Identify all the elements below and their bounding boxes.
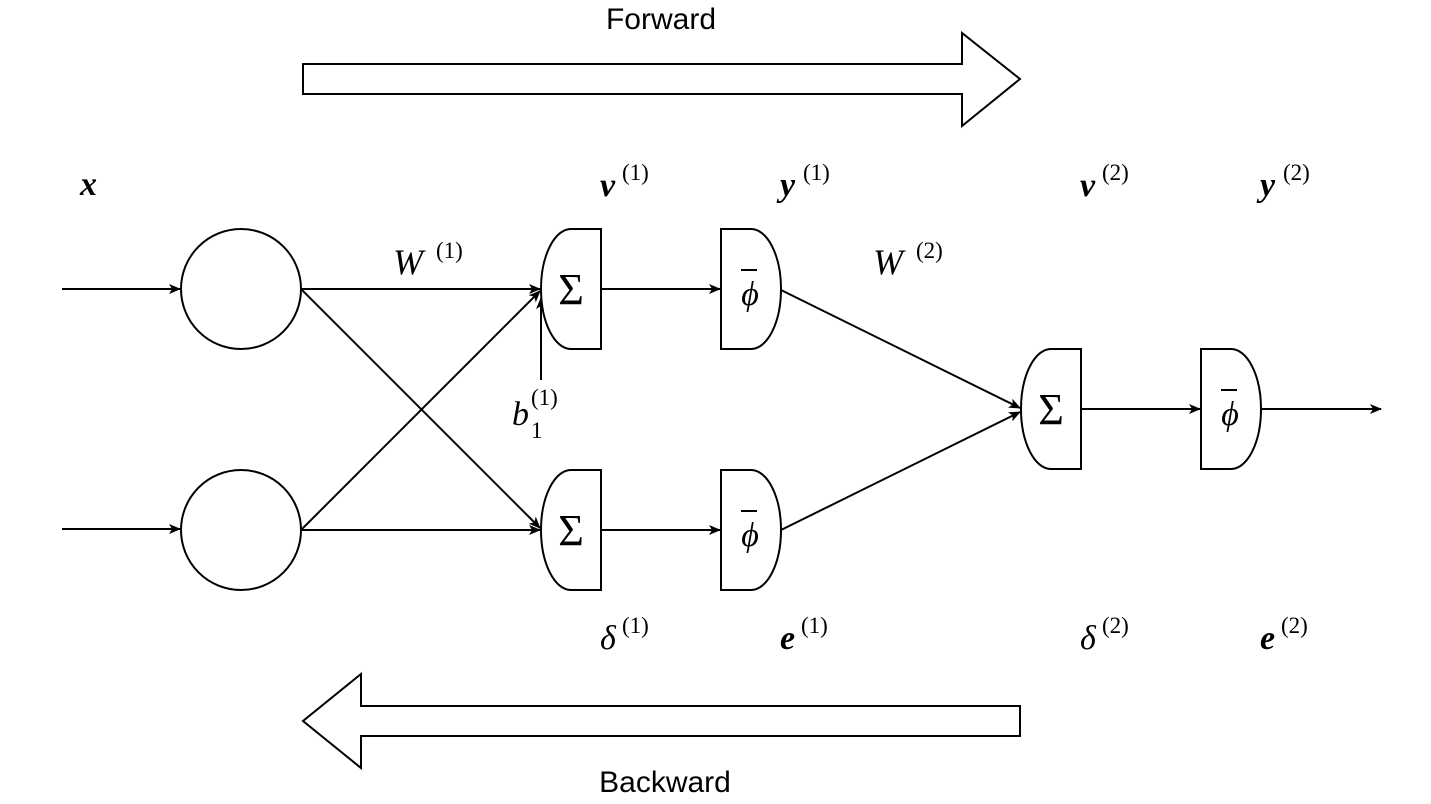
edge-phi2-sum3 bbox=[780, 411, 1021, 531]
activation-node-2 bbox=[720, 469, 782, 591]
input-neuron-1 bbox=[180, 228, 302, 350]
activation-node-3 bbox=[1200, 348, 1262, 470]
sum-node-2 bbox=[540, 469, 602, 591]
forward-arrow bbox=[302, 30, 1022, 129]
forward-label: Forward bbox=[606, 3, 716, 36]
label-b1: b 1 (1) bbox=[512, 385, 558, 443]
svg-text:(1): (1) bbox=[531, 385, 558, 410]
sum-node-1 bbox=[540, 228, 602, 350]
svg-text:(1): (1) bbox=[622, 160, 649, 185]
backward-label: Backward bbox=[599, 766, 731, 799]
label-v2: v (2) bbox=[1080, 160, 1129, 204]
input-neuron-2 bbox=[180, 469, 302, 591]
edge-in1-sum2 bbox=[300, 288, 541, 529]
phi-glyph-1: ϕ bbox=[741, 269, 759, 313]
svg-text:v: v bbox=[600, 167, 616, 204]
sum-glyph-3: Σ bbox=[1038, 385, 1064, 434]
edge-phi1-sum3 bbox=[780, 289, 1021, 409]
svg-text:(1): (1) bbox=[803, 160, 830, 185]
svg-text:ϕ: ϕ bbox=[741, 276, 759, 313]
svg-text:δ: δ bbox=[600, 620, 617, 657]
svg-text:y: y bbox=[776, 167, 796, 204]
svg-text:b: b bbox=[512, 396, 529, 433]
label-w2: W (2) bbox=[873, 238, 943, 282]
svg-text:(2): (2) bbox=[1281, 613, 1308, 638]
label-v1: v (1) bbox=[600, 160, 649, 204]
sum-glyph-1: Σ bbox=[558, 265, 584, 314]
label-y1: y (1) bbox=[776, 160, 830, 204]
label-x: x bbox=[79, 166, 97, 203]
svg-text:y: y bbox=[1256, 167, 1276, 204]
activation-node-1 bbox=[720, 228, 782, 350]
svg-text:W: W bbox=[873, 242, 906, 282]
svg-text:(2): (2) bbox=[1102, 613, 1129, 638]
label-e2: e (2) bbox=[1260, 613, 1308, 657]
svg-text:v: v bbox=[1080, 167, 1096, 204]
svg-text:e: e bbox=[1260, 620, 1275, 657]
label-w1: W (1) bbox=[393, 238, 463, 282]
svg-text:W: W bbox=[393, 242, 426, 282]
label-delta1: δ (1) bbox=[600, 613, 649, 657]
phi-glyph-2: ϕ bbox=[741, 510, 759, 554]
backward-arrow bbox=[301, 671, 1021, 771]
svg-text:ϕ: ϕ bbox=[1221, 396, 1239, 433]
svg-text:(2): (2) bbox=[916, 238, 943, 263]
sum-glyph-2: Σ bbox=[558, 506, 584, 555]
svg-text:(1): (1) bbox=[436, 238, 463, 263]
label-delta2: δ (2) bbox=[1080, 613, 1129, 657]
edge-in2-sum1 bbox=[300, 290, 541, 531]
svg-text:ϕ: ϕ bbox=[741, 517, 759, 554]
svg-text:e: e bbox=[780, 620, 795, 657]
svg-text:(1): (1) bbox=[801, 613, 828, 638]
svg-text:(2): (2) bbox=[1283, 160, 1310, 185]
svg-text:δ: δ bbox=[1080, 620, 1097, 657]
svg-text:1: 1 bbox=[531, 418, 543, 443]
sum-node-3 bbox=[1020, 348, 1082, 470]
svg-text:(2): (2) bbox=[1102, 160, 1129, 185]
label-y2: y (2) bbox=[1256, 160, 1310, 204]
label-e1: e (1) bbox=[780, 613, 828, 657]
svg-text:(1): (1) bbox=[622, 613, 649, 638]
phi-glyph-3: ϕ bbox=[1221, 389, 1239, 433]
